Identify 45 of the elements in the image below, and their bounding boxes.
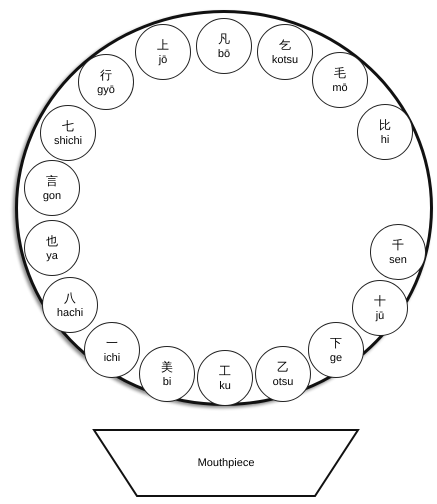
pipe-name: ichi <box>104 350 120 364</box>
pipe-name: mō <box>332 80 348 94</box>
pipe-circle <box>255 346 311 402</box>
pipe-name: bi <box>162 374 172 388</box>
pipe-name: shichi <box>54 134 82 148</box>
pipe-character: 七 <box>62 118 74 134</box>
mouthpiece-label: Mouthpiece <box>198 457 254 469</box>
pipe-name: kotsu <box>272 52 298 66</box>
pipe-circle <box>40 105 96 161</box>
pipe-name: gon <box>42 188 62 202</box>
pipe-name: ge <box>330 350 342 364</box>
pipe-circle <box>139 346 195 402</box>
pipe-character: 乙 <box>277 360 289 374</box>
pipe-name: hachi <box>56 306 84 320</box>
pipe-character: 千 <box>392 238 404 252</box>
pipe-circle <box>308 322 364 378</box>
pipe-circle <box>312 52 368 108</box>
pipe-name: otsu <box>272 374 294 388</box>
pipe-character: 凡 <box>218 32 230 46</box>
pipe-character: 上 <box>157 38 169 52</box>
pipe-name: ya <box>46 248 58 262</box>
pipe-character: 言 <box>46 174 58 188</box>
pipe-name: ku <box>219 378 231 392</box>
pipe-name: jū <box>376 308 384 322</box>
pipe-character: 下 <box>330 336 342 350</box>
pipe-name: bō <box>218 46 230 60</box>
pipe-character: 比 <box>379 118 391 132</box>
pipe-character: 一 <box>106 336 118 350</box>
pipe-circle <box>352 280 408 336</box>
pipe-circle <box>78 54 134 110</box>
pipe-character: 八 <box>64 290 76 306</box>
pipe-name: sen <box>389 252 407 266</box>
pipe-name: jō <box>158 52 168 66</box>
pipe-character: 毛 <box>334 66 346 80</box>
pipe-name: gyō <box>97 82 115 96</box>
pipe-circle <box>42 277 98 333</box>
pipe-character: 工 <box>219 364 231 378</box>
pipe-circle <box>84 322 140 378</box>
pipe-character: 行 <box>100 68 112 82</box>
pipe-character: 也 <box>46 234 58 248</box>
pipe-name: hi <box>380 132 390 146</box>
pipe-circle <box>197 350 253 406</box>
pipe-character: 美 <box>161 360 173 374</box>
pipe-character: 乞 <box>279 38 291 52</box>
pipe-character: 十 <box>374 294 386 308</box>
